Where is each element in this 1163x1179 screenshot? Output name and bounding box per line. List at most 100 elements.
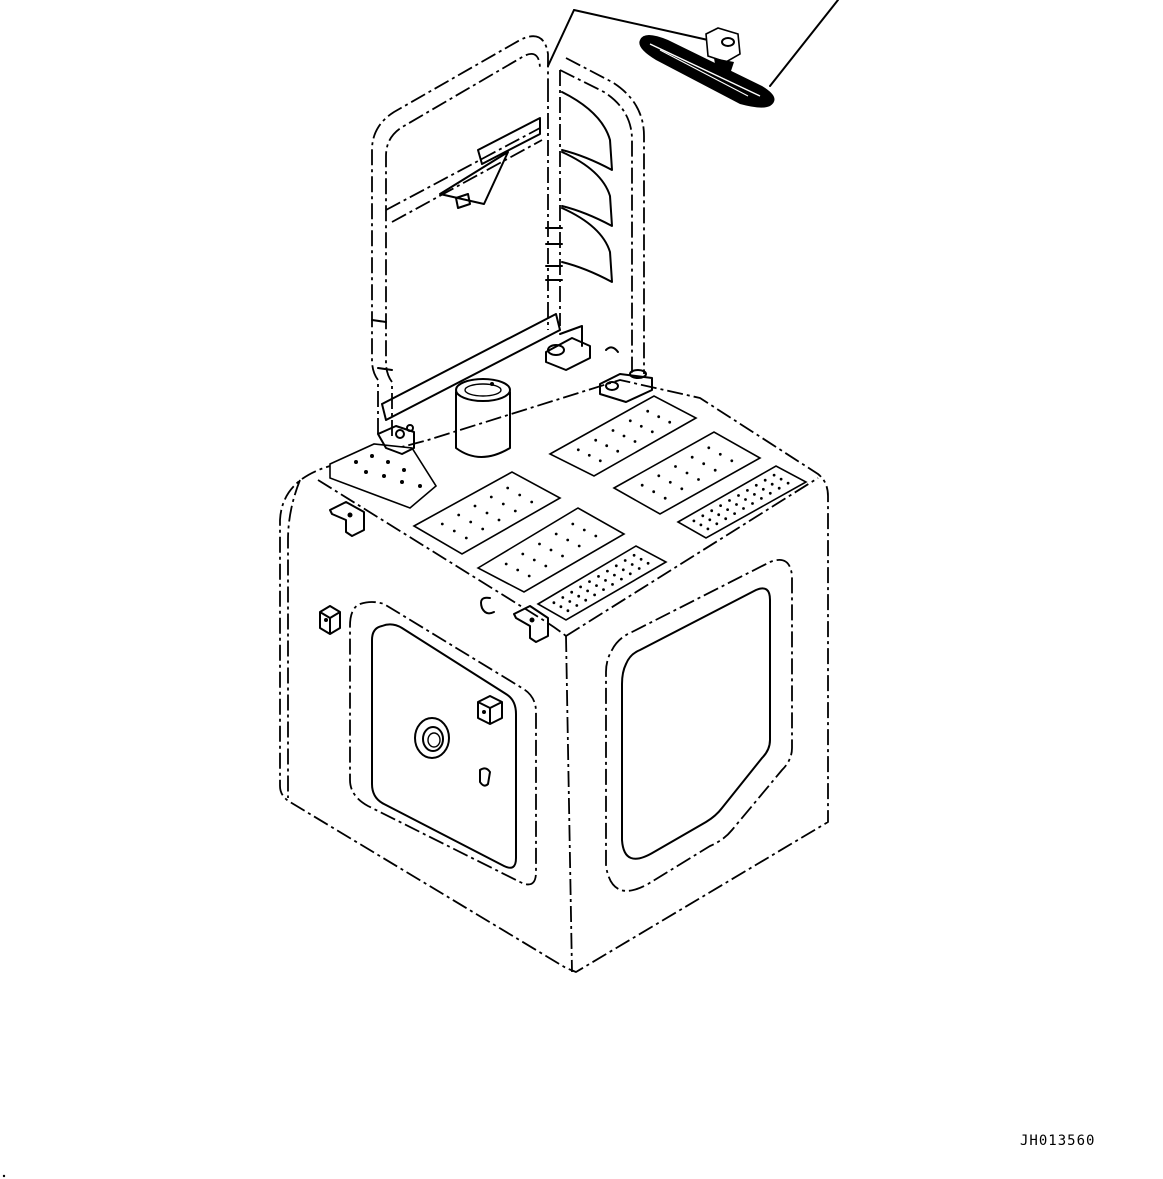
plate-dot: [576, 448, 580, 452]
plate-dot: [753, 493, 756, 496]
plate-dot: [663, 496, 667, 500]
plate-dot: [593, 593, 596, 597]
plate-dot: [754, 483, 758, 487]
plate-dot: [717, 513, 721, 517]
plate-dot: [549, 548, 553, 552]
plate-dot: [628, 419, 632, 423]
plate-dot: [746, 489, 749, 492]
plate-dot: [726, 508, 729, 511]
plate-dot: [559, 605, 563, 609]
plate-dot: [779, 477, 783, 481]
plate-dot: [707, 446, 711, 450]
plate-dot: [513, 509, 517, 513]
plate-dot: [586, 589, 589, 593]
plate-dot: [587, 453, 591, 457]
plate-dot: [719, 504, 722, 507]
plate-dot: [620, 577, 623, 581]
plate-dot: [633, 440, 637, 443]
plate-dot: [566, 538, 570, 542]
plate-dot: [706, 527, 710, 531]
plate-dot: [594, 438, 598, 442]
plate-dot: [772, 473, 776, 477]
plate-dot: [715, 522, 719, 526]
plate-dot: [733, 512, 736, 515]
plate-dot: [613, 573, 616, 577]
plate-dot: [768, 491, 772, 495]
plate-dot: [735, 503, 738, 506]
plate-dot: [760, 497, 763, 500]
plate-dot: [469, 520, 473, 524]
plate-dot: [763, 478, 767, 482]
plate-dot: [697, 478, 700, 481]
plate-dot: [628, 572, 632, 576]
right-access-panel: [605, 558, 793, 892]
plate-dot: [561, 554, 564, 558]
plate-dot: [611, 429, 615, 432]
plate-dot: [616, 449, 620, 453]
plate-dot: [718, 452, 722, 456]
plate-dot: [457, 513, 461, 517]
plate-dot: [710, 509, 714, 513]
plate-dot: [579, 585, 582, 589]
plate-dot: [481, 527, 485, 531]
plate-dot: [597, 575, 600, 578]
plate-dot: [501, 502, 505, 506]
plate-dot: [584, 598, 588, 602]
plate-dot: [674, 465, 677, 468]
plate-dot: [527, 574, 531, 578]
plate-dot: [489, 495, 493, 499]
plate-dot: [728, 499, 731, 502]
plate-dot: [770, 482, 774, 486]
plate-dot: [751, 502, 754, 505]
plate-dots: [440, 409, 790, 613]
plate-dot: [737, 494, 740, 497]
plate-dot: [685, 471, 689, 475]
plate-dot: [623, 559, 627, 562]
plate-dot: [518, 493, 522, 497]
plate-dot: [614, 564, 618, 568]
plate-dot: [630, 563, 634, 566]
plate-dot: [595, 584, 598, 587]
corner-mark: [2, 1174, 6, 1178]
plate-dot: [464, 536, 468, 540]
plate-dot: [521, 552, 525, 556]
plate-dot: [699, 523, 703, 527]
plate-dot: [570, 590, 574, 594]
plate-dot: [554, 532, 558, 536]
plate-dot: [632, 553, 636, 557]
plate-dot: [440, 522, 444, 526]
plate-dot: [544, 564, 548, 568]
tank-body: [279, 379, 829, 973]
plate-dot: [485, 511, 489, 515]
plate-dot: [657, 474, 661, 478]
plate-dot: [506, 486, 510, 490]
plate-dot: [602, 588, 605, 591]
fitting-blocks: [319, 596, 503, 787]
plate-dot: [577, 594, 581, 598]
plate-dot: [724, 517, 728, 521]
plate-dot: [657, 415, 661, 419]
plate-dot: [702, 462, 706, 466]
plate-dot: [504, 562, 508, 566]
handrail: [371, 35, 653, 455]
plate-dot: [622, 434, 626, 438]
left-access-panel: [349, 601, 537, 886]
plate-dot: [561, 596, 565, 599]
plate-dot: [761, 487, 765, 491]
plate-dot: [742, 507, 745, 510]
edge-brackets: [329, 501, 549, 643]
plate-dot: [571, 522, 575, 526]
plate-dot: [594, 534, 598, 538]
plate-dot: [777, 486, 781, 490]
plate-dot: [713, 468, 717, 472]
plate-dot: [652, 490, 656, 494]
plate-dot: [566, 609, 570, 613]
plate-dot: [708, 518, 712, 522]
plate-dot: [582, 528, 586, 532]
plate-dot: [605, 444, 609, 448]
plate-dot: [611, 583, 614, 586]
plate-dot: [575, 604, 579, 607]
filler-port: [414, 717, 450, 759]
plate-dot: [668, 480, 672, 484]
